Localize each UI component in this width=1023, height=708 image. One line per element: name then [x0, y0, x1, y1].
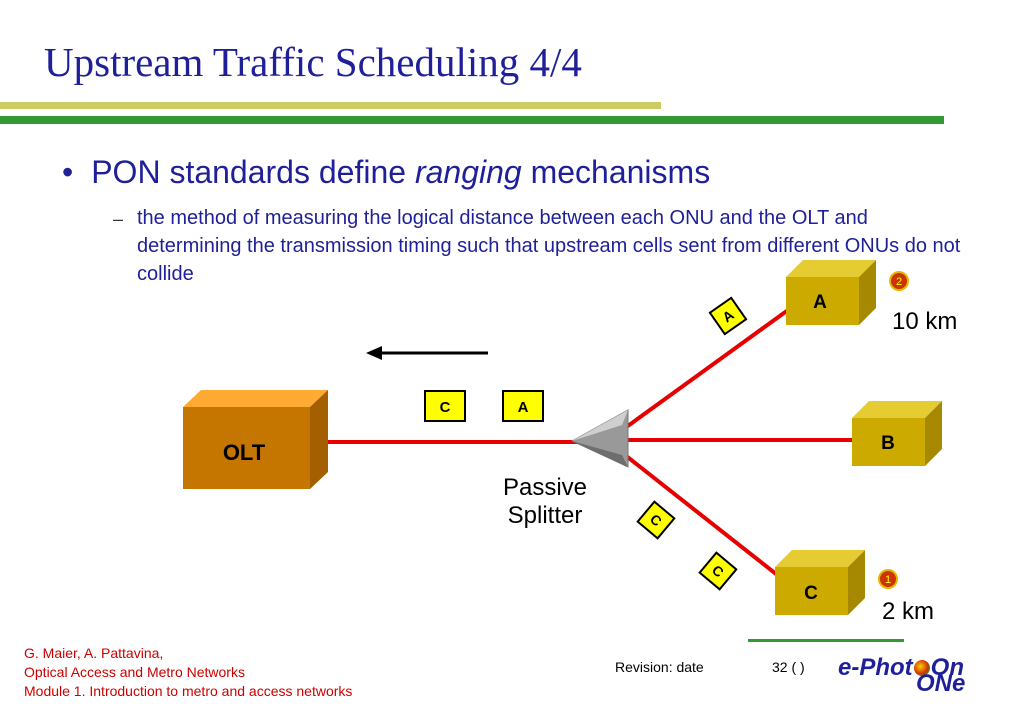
onu-a-box	[786, 260, 876, 325]
logo-text-ephot: e-Phot	[838, 654, 913, 681]
revision-label: Revision: date	[615, 659, 704, 675]
passive-splitter	[570, 409, 629, 468]
fiber-splitter-c	[623, 453, 792, 587]
bullet-text-before: PON standards define	[91, 154, 415, 190]
cell-c	[424, 390, 466, 422]
onu-b-label: B	[881, 433, 895, 454]
distance-a-label: 10 km	[892, 308, 958, 335]
cell-c-branch-2	[698, 551, 738, 591]
onu-b-box	[852, 401, 942, 466]
bullet-text-italic: ranging	[414, 154, 522, 190]
footer-authors: G. Maier, A. Pattavina,	[24, 645, 164, 661]
splitter-label-line1: Passive	[502, 474, 588, 501]
onu-c-label: C	[804, 583, 818, 604]
splitter-label: Passive Splitter	[498, 474, 592, 530]
footer-module: Module 1. Introduction to metro and acce…	[24, 683, 353, 699]
badge-a: 2	[896, 276, 902, 288]
sub-bullet-text: the method of measuring the logical dist…	[137, 207, 961, 285]
logo-divider	[748, 639, 904, 642]
onu-a-label: A	[813, 292, 827, 313]
cell-c-label: C	[440, 399, 451, 416]
sub-bullet-marker: –	[113, 209, 124, 229]
olt-box	[183, 390, 328, 489]
title-underline-yellow	[0, 102, 661, 109]
page-number: 32 ( )	[772, 659, 805, 675]
badge-a-circle	[889, 271, 909, 291]
page-title: Upstream Traffic Scheduling 4/4	[44, 39, 582, 85]
cell-a-label: A	[518, 399, 529, 416]
logo-text-one: ONe	[916, 670, 966, 697]
cell-c-branch-1	[636, 500, 676, 540]
distance-c-label: 2 km	[882, 598, 935, 625]
cell-a-branch	[708, 296, 748, 336]
footer-credits: G. Maier, A. Pattavina, Optical Access a…	[24, 644, 352, 701]
footer-course: Optical Access and Metro Networks	[24, 664, 245, 680]
logo-text-on: On	[930, 654, 964, 681]
globe-icon	[913, 660, 930, 676]
title-underline-green	[0, 116, 944, 124]
bullet-marker: •	[62, 154, 74, 190]
badge-c: 1	[885, 574, 891, 586]
upstream-arrow	[366, 346, 488, 360]
ephoton-logo: e-Phot On ONe	[838, 654, 965, 697]
bullet-text-after: mechanisms	[521, 154, 711, 190]
main-bullet: • PON standards define ranging mechanisms	[62, 154, 710, 191]
cell-a	[502, 390, 544, 422]
olt-label: OLT	[223, 440, 266, 465]
fiber-splitter-a	[623, 303, 797, 430]
splitter-label-line2: Splitter	[507, 502, 583, 529]
onu-c-box	[775, 550, 865, 615]
badge-c-circle	[878, 569, 898, 589]
